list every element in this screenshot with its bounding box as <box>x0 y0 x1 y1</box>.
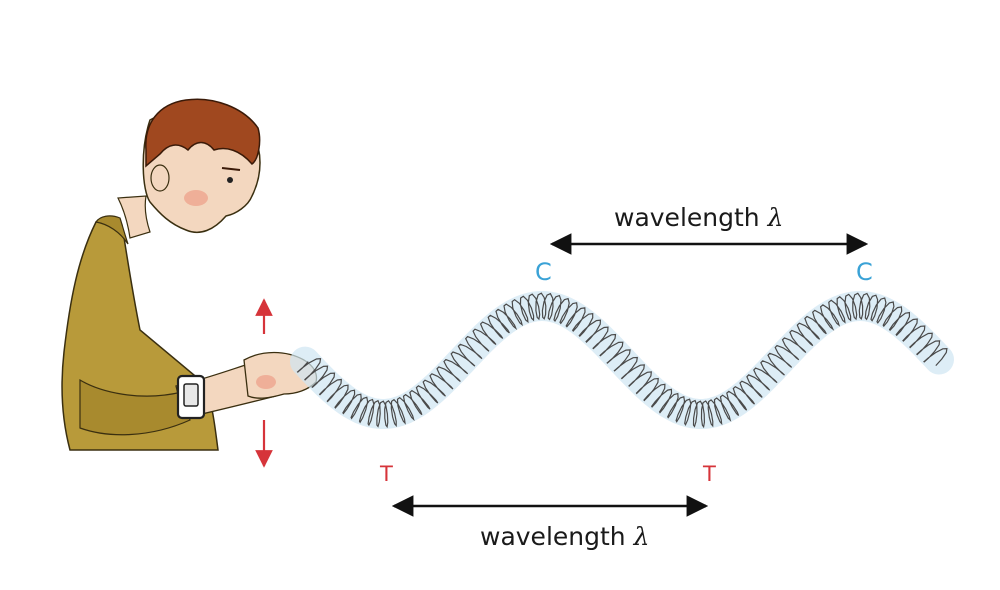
wavelength-label-top: wavelength λ <box>614 203 783 232</box>
eyebrow <box>221 167 241 171</box>
person-illustration <box>61 98 318 451</box>
wavelength-text: wavelength <box>480 522 626 551</box>
trough-label-2: T <box>703 462 716 486</box>
hair <box>145 98 261 168</box>
wavelength-label-bottom: wavelength λ <box>480 522 649 551</box>
spring-glow <box>290 291 954 429</box>
crest-label-1: C <box>535 258 552 286</box>
wavelength-text: wavelength <box>614 203 760 232</box>
spring-wave <box>290 291 954 429</box>
shirt-collar <box>94 215 129 245</box>
ear <box>150 164 170 192</box>
crest-label-2: C <box>856 258 873 286</box>
cheek-blush <box>184 190 208 206</box>
wristwatch-face <box>183 383 199 407</box>
eye <box>227 177 233 183</box>
spring-coils <box>296 292 948 429</box>
trough-label-1: T <box>380 462 393 486</box>
lambda-symbol: λ <box>767 203 784 232</box>
shirt-sleeve <box>79 378 191 436</box>
neck <box>117 195 151 239</box>
lambda-symbol: λ <box>633 522 650 551</box>
hand-blush <box>256 375 276 389</box>
